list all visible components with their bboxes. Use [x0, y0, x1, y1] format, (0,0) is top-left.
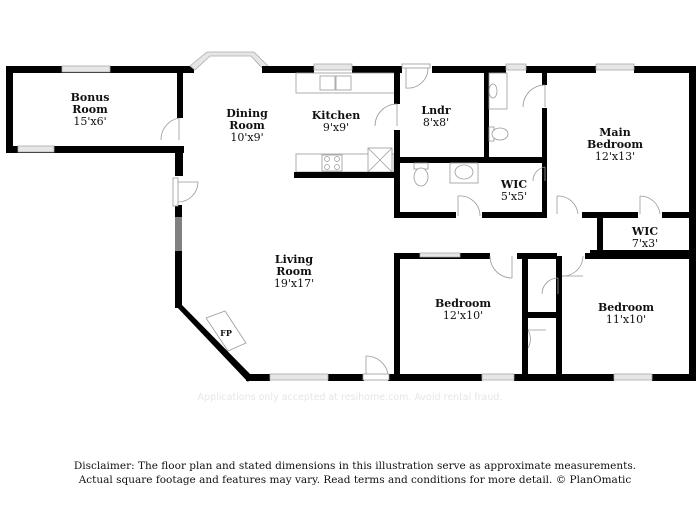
svg-text:19'x17': 19'x17' — [274, 277, 314, 290]
disclaimer: Disclaimer: The floor plan and stated di… — [0, 459, 700, 487]
window — [481, 373, 515, 381]
right-exterior-wall — [689, 66, 696, 380]
main-bath-walls — [484, 66, 547, 218]
room-label-bedroom-2: Bedroom 12'x10' — [435, 297, 491, 322]
door — [561, 255, 584, 277]
bay-window — [189, 51, 269, 71]
door — [362, 355, 390, 381]
door — [160, 117, 180, 141]
room-label-dining-room: Dining Room 10'x9' — [226, 107, 268, 144]
watermark: Applications only accepted at resihome.c… — [197, 392, 503, 403]
svg-text:Lndr: Lndr — [421, 104, 450, 117]
room-label-living-room: Living Room 19'x17' — [274, 253, 314, 290]
svg-text:Main: Main — [599, 126, 630, 139]
svg-text:Bedroom: Bedroom — [435, 297, 491, 310]
svg-text:Bedroom: Bedroom — [587, 138, 643, 151]
fireplace-label: FP — [220, 328, 232, 338]
door — [401, 63, 431, 89]
svg-text:7'x3': 7'x3' — [632, 237, 658, 250]
toilet — [488, 126, 509, 142]
sink — [488, 72, 508, 110]
toilet — [413, 162, 429, 187]
door — [556, 195, 579, 215]
svg-text:WIC: WIC — [631, 225, 658, 238]
door — [489, 255, 513, 279]
svg-text:WIC: WIC — [500, 178, 527, 191]
svg-text:8'x8': 8'x8' — [423, 116, 449, 129]
room-label-bedroom-3: Bedroom 11'x10' — [598, 301, 654, 326]
svg-text:5'x5': 5'x5' — [501, 190, 527, 203]
room-label-laundry: Lndr 8'x8' — [421, 104, 450, 129]
window — [269, 373, 329, 381]
svg-text:10'x9': 10'x9' — [230, 131, 263, 144]
window — [419, 252, 461, 258]
room-label-kitchen: Kitchen 9'x9' — [312, 109, 361, 134]
door — [639, 195, 661, 215]
window — [61, 65, 111, 73]
door — [522, 84, 546, 108]
hall-bath-walls — [394, 212, 544, 218]
window — [17, 145, 55, 153]
svg-text:Room: Room — [276, 265, 312, 278]
svg-text:15'x6': 15'x6' — [73, 115, 106, 128]
laundry-walls — [394, 66, 544, 218]
room-label-bonus-room: Bonus Room 15'x6' — [71, 91, 110, 128]
window — [313, 63, 353, 71]
window — [613, 373, 653, 381]
living-left-wall — [175, 205, 696, 382]
svg-text:12'x13': 12'x13' — [595, 150, 635, 163]
kitchen-counter-bottom — [295, 147, 395, 173]
door — [527, 329, 546, 349]
svg-text:Room: Room — [229, 119, 265, 132]
door — [541, 277, 559, 295]
svg-text:Bonus: Bonus — [71, 91, 110, 104]
disclaimer-line-1: Disclaimer: The floor plan and stated di… — [73, 460, 637, 472]
kitchen-lower-wall — [294, 172, 394, 178]
door — [532, 166, 546, 182]
window — [505, 63, 527, 71]
door — [374, 103, 398, 127]
bedroom-3-walls — [556, 253, 692, 381]
svg-text:9'x9': 9'x9' — [323, 121, 349, 134]
svg-text:Living: Living — [275, 253, 313, 266]
window — [595, 63, 635, 71]
svg-text:11'x10': 11'x10' — [606, 313, 646, 326]
svg-text:Room: Room — [72, 103, 108, 116]
fireplace — [205, 310, 247, 352]
svg-text:Bedroom: Bedroom — [598, 301, 654, 314]
svg-text:Dining: Dining — [226, 107, 268, 120]
disclaimer-line-2: Actual square footage and features may v… — [78, 474, 632, 486]
room-label-main-bedroom: Main Bedroom 12'x13' — [587, 126, 643, 163]
room-label-wic-7x3: WIC 7'x3' — [631, 225, 658, 250]
door — [457, 195, 481, 217]
top-exterior-wall — [262, 66, 696, 73]
kitchen-counter-top — [295, 72, 397, 94]
svg-text:Kitchen: Kitchen — [312, 109, 361, 122]
room-label-wic-5x5: WIC 5'x5' — [500, 178, 527, 203]
sink — [449, 162, 479, 184]
svg-text:12'x10': 12'x10' — [443, 309, 483, 322]
door — [172, 177, 199, 207]
